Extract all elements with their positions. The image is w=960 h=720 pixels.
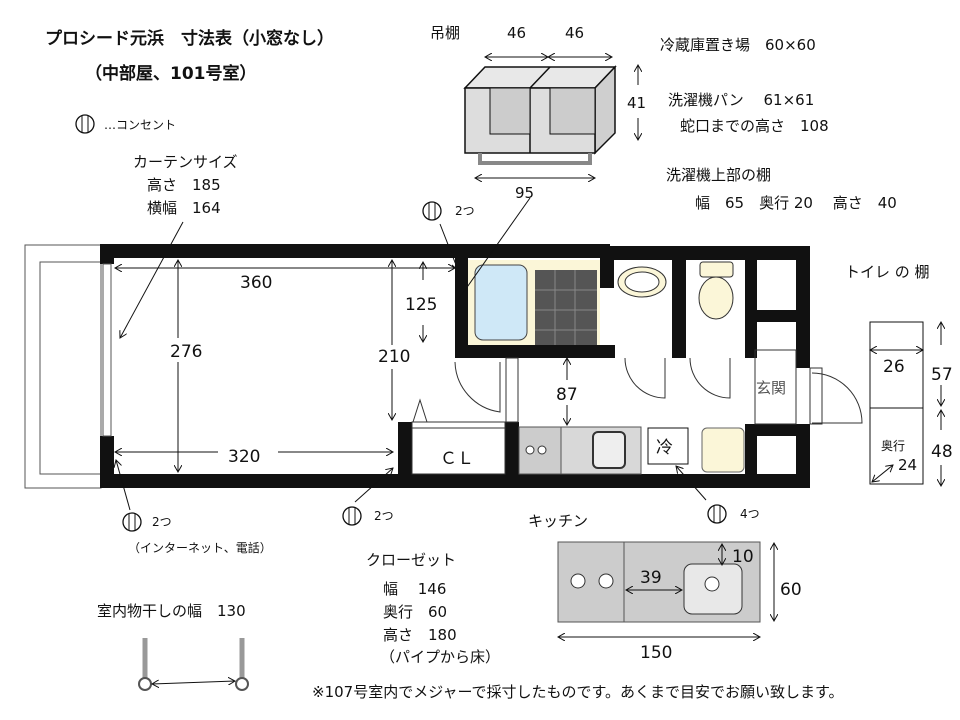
washer-shelf-dims: 幅 65 奥行 20 高さ 40 — [695, 194, 897, 212]
washer-pan-drawing — [701, 427, 745, 473]
faucet-height: 蛇口までの高さ 108 — [680, 117, 829, 135]
outlet-icon — [422, 201, 442, 221]
dim-87: 87 — [556, 385, 578, 405]
hanging-shelf-height: 41 — [627, 94, 646, 112]
toilet-shelf-h2: 48 — [931, 442, 953, 462]
hanging-shelf-drawing — [463, 65, 617, 165]
kitchen-detail-drawing — [557, 541, 761, 623]
closet-label: ＣＬ — [440, 449, 474, 469]
curtain-pointer — [120, 221, 184, 338]
hanging-shelf-w2: 46 — [565, 24, 584, 42]
closet-title: クローゼット — [366, 551, 456, 569]
toilet-shelf-h1: 57 — [931, 365, 953, 385]
toilet-shelf-title: トイレ の 棚 — [845, 263, 930, 281]
outlet-count: 2つ — [374, 509, 394, 523]
entrance-label: 玄関 — [756, 379, 786, 397]
window — [102, 263, 112, 437]
dim-276: 276 — [170, 342, 202, 362]
outlet-icon — [122, 512, 142, 532]
kitchen-dim-10: 10 — [732, 547, 754, 567]
toilet-shelf-depth-label: 奥行 — [881, 439, 905, 453]
closet — [411, 421, 506, 475]
outlet-icon — [707, 504, 727, 524]
kitchen-dim-60: 60 — [780, 580, 802, 600]
outlet-count: 4つ — [740, 507, 760, 521]
title-line1: プロシード元浜 寸法表（小窓なし） — [45, 28, 334, 49]
balcony — [24, 244, 102, 489]
outlet-icon — [75, 114, 95, 134]
outlet-count: 2つ — [152, 515, 172, 529]
outlet-count: 2つ — [455, 204, 475, 218]
toilet — [698, 261, 734, 320]
dim-360: 360 — [240, 273, 272, 293]
dim-210: 210 — [378, 347, 410, 367]
kitchen-counter — [518, 426, 642, 475]
wash-basin — [617, 266, 667, 298]
hanging-shelf-label: 吊棚 — [430, 24, 460, 42]
curtain-width: 横幅 164 — [147, 199, 221, 217]
drying-rod-drawing — [138, 638, 249, 691]
outlet-icon — [342, 506, 362, 526]
fridge-space-box — [647, 427, 689, 465]
closet-height: 高さ 180 — [383, 626, 457, 644]
closet-note: （パイプから床） — [380, 648, 500, 666]
curtain-title: カーテンサイズ — [133, 153, 238, 171]
closet-width: 幅 146 — [383, 580, 446, 598]
kitchen-dim-39: 39 — [640, 568, 662, 588]
fridge-space: 冷蔵庫置き場 60×60 — [660, 36, 816, 54]
bathroom — [468, 260, 600, 345]
doors — [454, 349, 863, 425]
kitchen-title: キッチン — [528, 512, 588, 530]
outlet-legend-label: …コンセント — [104, 118, 176, 132]
title-line2: （中部屋、101号室） — [85, 63, 257, 84]
toilet-shelf-width: 26 — [883, 357, 905, 377]
kitchen-dim-150: 150 — [640, 643, 672, 663]
dim-125: 125 — [405, 295, 437, 315]
footnote: ※107号室内でメジャーで採寸したものです。あくまで目安でお願い致します。 — [312, 683, 844, 701]
hanging-shelf-w1: 46 — [507, 24, 526, 42]
toilet-shelf-depth: 24 — [898, 456, 917, 474]
hanging-shelf-total: 95 — [515, 184, 534, 202]
dim-320: 320 — [228, 447, 260, 467]
drying-label: 室内物干しの幅 130 — [97, 602, 246, 620]
washer-pan: 洗濯機パン 61×61 — [668, 91, 814, 109]
washer-shelf-title: 洗濯機上部の棚 — [666, 166, 771, 184]
outlet-note: （インターネット、電話） — [128, 540, 272, 555]
walls — [100, 244, 810, 488]
curtain-height: 高さ 185 — [147, 176, 221, 194]
fridge-label: 冷 — [656, 438, 673, 458]
closet-depth: 奥行 60 — [383, 603, 447, 621]
